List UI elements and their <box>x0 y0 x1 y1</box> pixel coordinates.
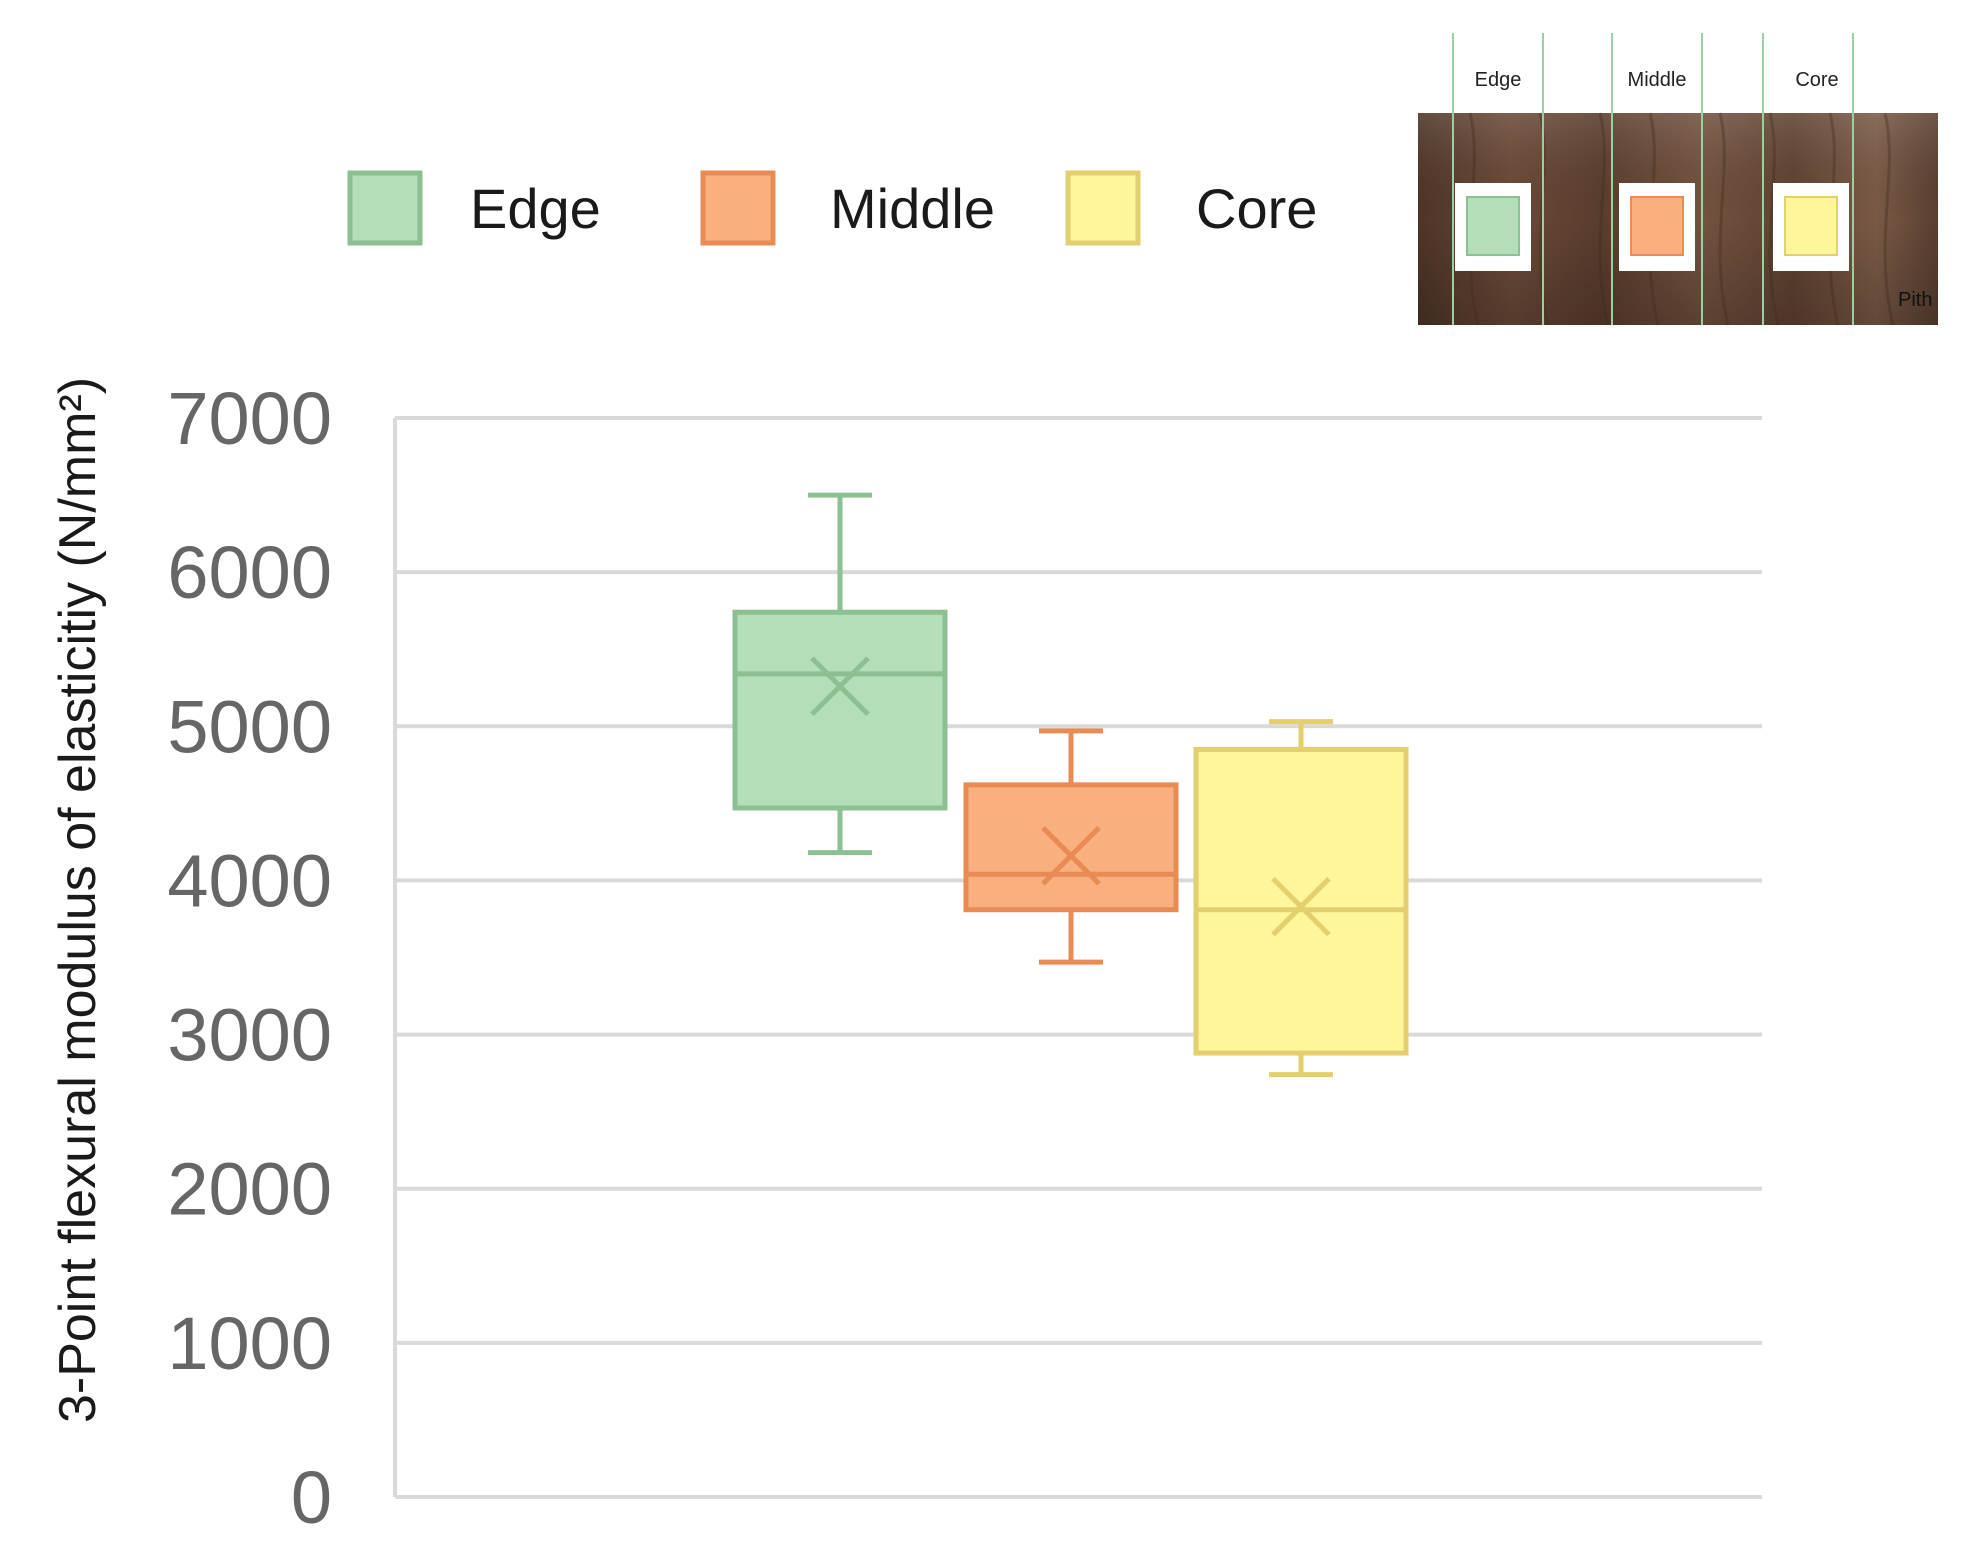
legend-swatch-core <box>1065 170 1141 246</box>
inset-sample-markers <box>1455 183 1849 271</box>
y-tick-label: 5000 <box>167 685 332 768</box>
legend-label-middle: Middle <box>830 177 995 240</box>
inset-label-core: Core <box>1795 69 1838 91</box>
y-tick-label: 7000 <box>167 377 332 460</box>
legend: Edge Middle Core <box>347 170 1317 246</box>
mean-marker <box>1041 825 1101 886</box>
box-core <box>1193 719 1409 1078</box>
y-tick-label: 1000 <box>167 1302 332 1385</box>
inset-label-middle: Middle <box>1628 69 1687 91</box>
y-tick-label: 2000 <box>167 1148 332 1231</box>
grain-streak <box>1718 112 1730 326</box>
legend-swatch-middle <box>700 170 776 246</box>
grain-streak <box>1598 112 1610 326</box>
inset-sample-middle <box>1630 196 1684 256</box>
legend-swatch-edge <box>347 170 423 246</box>
box-middle <box>963 728 1179 965</box>
inset-label-edge: Edge <box>1475 69 1522 91</box>
wood-sample-inset: Edge Middle Core Pith <box>1418 33 1938 326</box>
y-axis-ticks: 0 1000 2000 3000 4000 5000 6000 7000 <box>167 377 332 1539</box>
box-edge <box>732 492 948 856</box>
pith-label: Pith <box>1898 289 1932 311</box>
y-tick-label: 0 <box>291 1456 332 1539</box>
box-iqr <box>732 609 948 811</box>
inset-sample-core <box>1784 196 1838 256</box>
gridlines <box>393 416 1762 1499</box>
mean-marker <box>810 656 870 716</box>
y-tick-label: 4000 <box>167 839 332 922</box>
box-iqr <box>963 782 1179 913</box>
inset-labels: Edge Middle Core <box>1475 69 1839 91</box>
y-tick-label: 3000 <box>167 994 332 1077</box>
legend-label-core: Core <box>1196 177 1317 240</box>
grain-streak <box>1883 112 1895 326</box>
box-plots <box>732 492 1409 1078</box>
legend-label-edge: Edge <box>470 177 601 240</box>
y-tick-label: 6000 <box>167 531 332 614</box>
inset-sample-edge <box>1466 196 1520 256</box>
box-iqr <box>1193 746 1409 1056</box>
inset-divider-lines <box>1452 33 1854 325</box>
mean-marker <box>1271 876 1331 937</box>
y-axis-title: 3-Point flexural modulus of elasticitiy … <box>49 377 107 1423</box>
grain-streak <box>1768 112 1780 326</box>
